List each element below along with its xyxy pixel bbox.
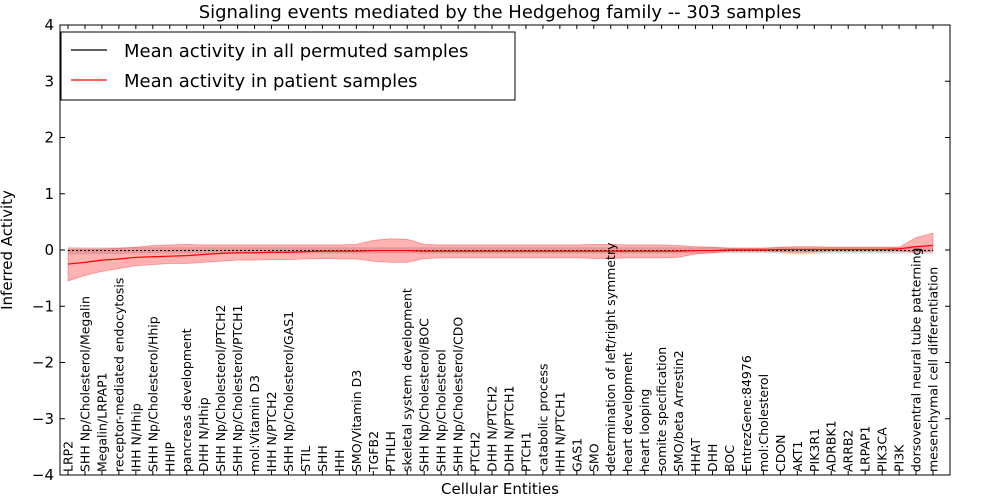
x-tick-label: HHIP [162, 442, 177, 472]
x-tick-label: SHH [315, 445, 330, 472]
y-axis-label: Inferred Activity [0, 190, 16, 310]
x-tick-label: LRPAP1 [858, 426, 873, 472]
x-tick-label: DHH N/PTCH2 [485, 386, 500, 472]
x-tick-label: Megalin/LRPAP1 [94, 372, 109, 472]
x-tick-label: IHH [332, 450, 347, 473]
y-tick-label: −2 [32, 354, 54, 372]
y-tick-label: −3 [32, 410, 54, 428]
x-tick-label: CDON [773, 434, 788, 472]
y-tick-label: 0 [44, 241, 54, 259]
x-tick-label: dorsoventral neural tube patterning [909, 247, 924, 472]
x-tick-label: SHH Np/Cholesterol/GAS1 [281, 311, 296, 472]
x-tick-label: LRP2 [61, 441, 76, 472]
x-tick-label: AKT1 [790, 441, 805, 472]
x-tick-label: mol:Vitamin D3 [247, 375, 262, 472]
x-tick-label: IHH N/Hhip [128, 403, 143, 472]
y-tick-label: 2 [44, 129, 54, 147]
y-tick-label: −1 [32, 297, 54, 315]
y-tick-label: −4 [32, 466, 54, 484]
y-tick-label: 4 [44, 16, 54, 34]
x-tick-label: mesenchymal cell differentiation [926, 267, 941, 472]
x-tick-label: SHH Np/Cholesterol/PTCH1 [230, 305, 245, 473]
x-tick-label: mol:Cholesterol [756, 374, 771, 472]
x-tick-label: DHH N/PTCH1 [501, 386, 516, 472]
x-tick-label: DHH N/Hhip [196, 397, 211, 472]
legend-patient-label: Mean activity in patient samples [124, 71, 418, 92]
x-tick-label: heart development [620, 352, 635, 472]
x-tick-label: DHH [705, 444, 720, 472]
x-tick-label: PIK3R1 [807, 428, 822, 472]
y-tick-label: 1 [44, 185, 54, 203]
x-tick-label: PTCH1 [518, 431, 533, 472]
x-tick-label: SHH Np/Cholesterol [434, 349, 449, 472]
x-tick-label: SMO/beta Arrestin2 [671, 350, 686, 472]
x-tick-label: ADRBK1 [824, 420, 839, 472]
x-tick-label: EntrezGene:84976 [739, 355, 754, 472]
x-tick-label: IHH N/PTCH1 [552, 391, 567, 472]
legend-permuted-label: Mean activity in all permuted samples [124, 41, 468, 62]
x-tick-label: SHH Np/Cholesterol/Megalin [77, 296, 92, 472]
x-tick-label: SHH Np/Cholesterol/PTCH2 [213, 305, 228, 473]
chart-title: Signaling events mediated by the Hedgeho… [199, 2, 802, 23]
x-tick-label: SMO [586, 443, 601, 472]
x-tick-label: skeletal system development [400, 288, 415, 472]
x-tick-label: STIL [298, 446, 313, 472]
y-tick-label: 3 [44, 72, 54, 90]
x-tick-label: catabolic process [535, 363, 550, 472]
x-tick-label: heart looping [637, 389, 652, 472]
plot-area [67, 232, 934, 282]
x-tick-label: TGFB2 [366, 431, 381, 473]
x-tick-label: somite specification [654, 347, 669, 472]
x-tick-label: PTCH2 [468, 431, 483, 472]
x-tick-label: ARRB2 [841, 430, 856, 472]
x-tick-label: SMO/Vitamin D3 [349, 370, 364, 472]
x-axis-label: Cellular Entities [441, 480, 559, 498]
x-tick-label: GAS1 [569, 438, 584, 472]
x-tick-label: SHH Np/Cholesterol/BOC [417, 318, 432, 472]
patient-band [67, 232, 934, 282]
x-tick-label: SHH Np/Cholesterol/Hhip [145, 316, 160, 472]
x-tick-label: PI3K [892, 444, 907, 472]
x-tick-label: pancreas development [179, 328, 194, 472]
x-tick-label: determination of left/right symmetry [603, 242, 618, 472]
x-tick-label: HHAT [688, 438, 703, 472]
x-tick-label: PIK3CA [875, 427, 890, 472]
legend-box [60, 31, 516, 101]
patient-mean-line [67, 244, 934, 265]
x-tick-label: PTHLH [383, 431, 398, 472]
x-tick-label: receptor-mediated endocytosis [111, 278, 126, 472]
x-tick-label: BOC [722, 445, 737, 472]
legend: Mean activity in all permuted samples Me… [60, 31, 516, 101]
x-tick-label: SHH Np/Cholesterol/CDO [451, 317, 466, 472]
x-tick-label: IHH N/PTCH2 [264, 391, 279, 472]
